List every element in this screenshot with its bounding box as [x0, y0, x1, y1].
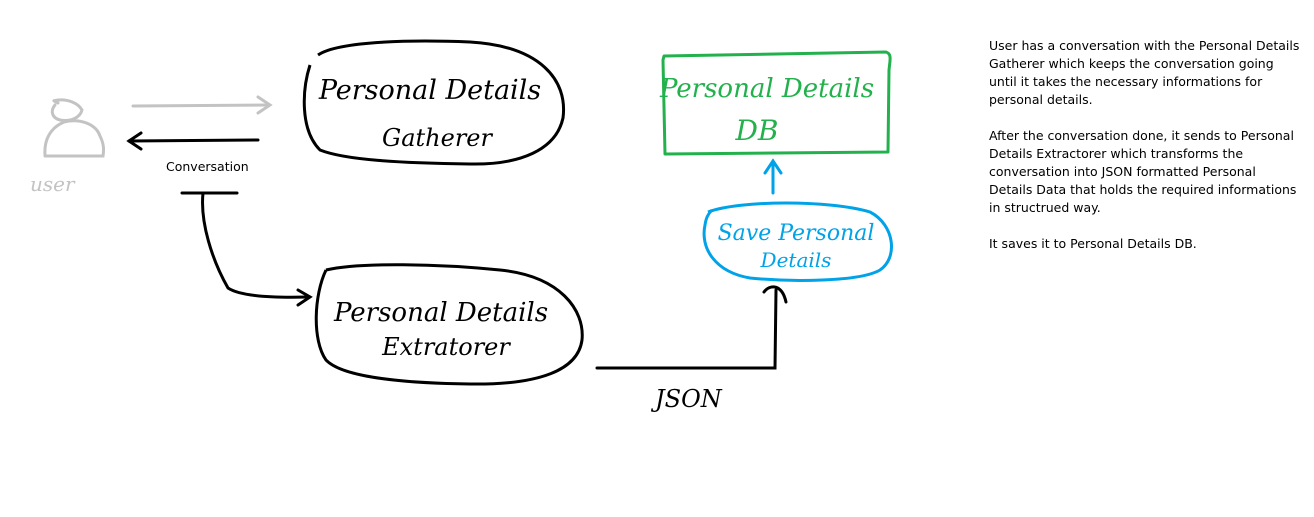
json-label: JSON	[650, 385, 723, 413]
description-paragraph-1: User has a conversation with the Persona…	[989, 38, 1300, 107]
user-icon	[43, 98, 106, 158]
db-label-line1: Personal Details	[659, 74, 874, 104]
save-to-db-arrow	[763, 158, 783, 195]
extractor-label-line2: Extratorer	[381, 333, 511, 361]
gatherer-to-user-arrow	[126, 131, 260, 151]
db-label-line2: DB	[734, 114, 778, 147]
user-label: user	[30, 172, 76, 196]
user-to-gatherer-arrow	[131, 95, 273, 115]
description-paragraph-2: After the conversation done, it sends to…	[989, 128, 1297, 215]
extractor-label-line1: Personal Details	[333, 298, 548, 328]
description-panel: User has a conversation with the Persona…	[989, 37, 1301, 271]
gatherer-label-line2: Gatherer	[382, 124, 493, 152]
db-node: Personal Details DB	[659, 50, 892, 156]
extractor-to-save-arrow	[595, 285, 788, 370]
conversation-label: Conversation	[166, 159, 249, 174]
save-node: Save Personal Details	[702, 201, 893, 282]
gatherer-label-line1: Personal Details	[318, 75, 541, 106]
conversation-to-extractor-arrow	[180, 191, 313, 307]
gatherer-node: Personal Details Gatherer	[302, 39, 566, 166]
description-paragraph-3: It saves it to Personal Details DB.	[989, 236, 1197, 251]
save-label-line1: Save Personal	[718, 221, 875, 246]
extractor-node: Personal Details Extratorer	[314, 263, 584, 386]
save-label-line2: Details	[760, 248, 832, 272]
